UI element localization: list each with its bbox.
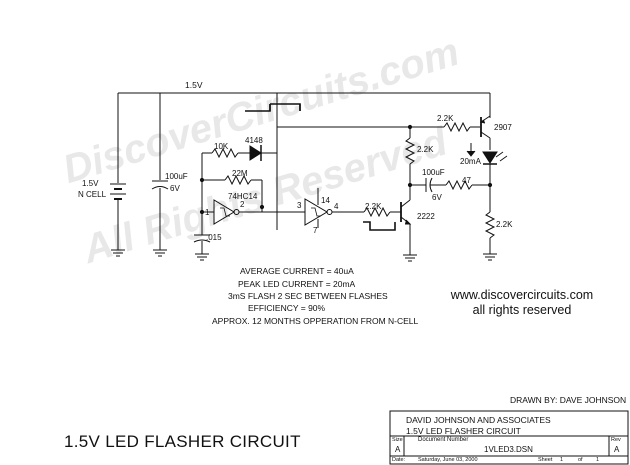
resistor-npn-base — [356, 206, 401, 218]
led — [482, 151, 508, 185]
note-operation: APPROX. 12 MONTHS OPPERATION FROM N-CELL — [212, 316, 419, 326]
r-pnp-base-label: 2.2K — [437, 114, 454, 123]
r-10k-label: 10K — [214, 142, 229, 151]
ic1-pin1: 1 — [205, 208, 210, 217]
note-flash: 3mS FLASH 2 SEC BETWEEN FLASHES — [228, 291, 388, 301]
r-47-label: 47 — [462, 176, 471, 185]
tb-subtitle: 1.5V LED FLASHER CIRCUIT — [406, 426, 521, 436]
cap-right-value: 100uF — [422, 168, 445, 177]
resistor-collector — [404, 127, 416, 200]
cap-left-voltage: 6V — [170, 184, 180, 193]
battery-voltage: 1.5V — [82, 179, 99, 188]
supply-rail — [117, 92, 491, 230]
npn-transistor — [400, 199, 417, 262]
cap-right-voltage: 6V — [432, 193, 442, 202]
cap-015-label: .015 — [206, 233, 222, 242]
title-block-frame — [389, 410, 629, 465]
capacitor-100uf-left — [151, 180, 169, 257]
inverter-ic2 — [304, 188, 356, 228]
r-collector-label: 2.2K — [417, 145, 434, 154]
current-arrow — [466, 143, 476, 157]
ic2-pin14: 14 — [321, 196, 330, 205]
scope-pulse-base — [363, 221, 396, 231]
scope-pulse-top — [245, 103, 301, 112]
tb-size-label: Size — [392, 437, 403, 443]
capacitor-100uf-right — [410, 177, 446, 193]
diode-label: 4148 — [245, 136, 263, 145]
ic2-pin4: 4 — [334, 202, 339, 211]
supply-label: 1.5V — [185, 80, 203, 90]
note-peak-current: PEAK LED CURRENT = 20mA — [238, 279, 356, 289]
r-22m-label: 22M — [232, 169, 248, 178]
resistor-right-bottom — [483, 185, 497, 261]
ic1-pin2: 2 — [240, 200, 245, 209]
resistor-22m — [202, 174, 263, 207]
drawn-by: DRAWN BY: DAVE JOHNSON — [510, 395, 627, 405]
note-average-current: AVERAGE CURRENT = 40uA — [240, 266, 354, 276]
resistor-47 — [445, 179, 490, 191]
r-npn-base-label: 2.2K — [365, 202, 382, 211]
tb-date-value: Saturday, June 03, 2000 — [418, 457, 478, 463]
tb-rev-value: A — [614, 445, 620, 454]
inverter-ic1 — [202, 199, 305, 225]
ic1-part: 74HC14 — [228, 192, 258, 201]
ic2-pin7: 7 — [313, 226, 318, 235]
website-rights: all rights reserved — [472, 303, 572, 317]
diode-4148 — [249, 145, 277, 161]
tb-of-label: of — [578, 457, 583, 463]
tb-docnum-label: Document Number — [418, 437, 469, 443]
tb-docnum-value: 1VLED3.DSN — [484, 445, 533, 454]
battery-type: N CELL — [78, 190, 107, 199]
tb-size-value: A — [395, 445, 401, 454]
npn-label: 2222 — [417, 212, 435, 221]
tb-date-label: Date: — [392, 457, 406, 463]
note-efficiency: EFFICIENCY = 90% — [248, 303, 326, 313]
capacitor-015 — [193, 234, 211, 261]
resistor-pnp-base — [440, 121, 480, 133]
r-right-bottom-label: 2.2K — [496, 220, 513, 229]
led-current: 20mA — [460, 157, 482, 166]
tb-sheet-value: 1 — [560, 457, 564, 463]
resistor-10k — [202, 147, 250, 159]
page-title: 1.5V LED FLASHER CIRCUIT — [64, 432, 301, 451]
tb-rev-label: Rev — [611, 437, 621, 443]
tb-sheet-label: Sheet — [538, 457, 553, 463]
battery-symbol — [110, 183, 126, 257]
ic2-pin3: 3 — [297, 201, 302, 210]
tb-company: DAVID JOHNSON AND ASSOCIATES — [406, 415, 551, 425]
tb-of-value: 1 — [596, 457, 600, 463]
website-url: www.discovercircuits.com — [450, 288, 594, 302]
pnp-label: 2907 — [494, 123, 512, 132]
cap-left-value: 100uF — [165, 172, 188, 181]
pnp-transistor — [479, 115, 491, 150]
